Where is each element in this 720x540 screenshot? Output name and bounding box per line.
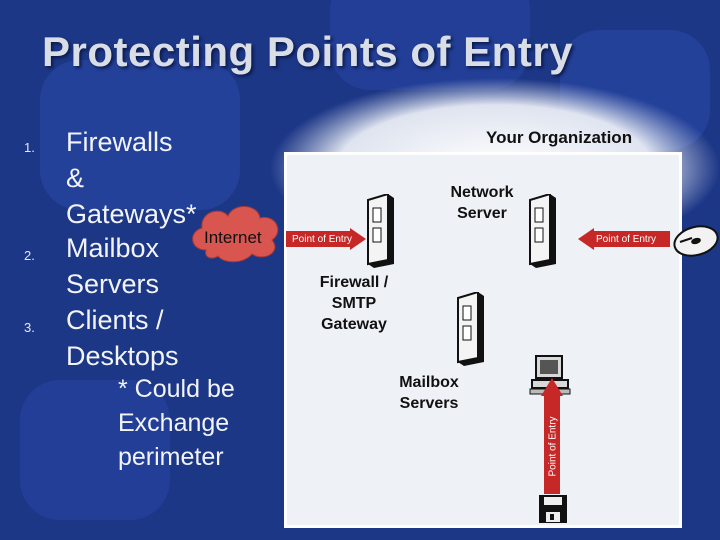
list-item-clients: Clients / Desktops bbox=[66, 305, 179, 371]
entry-arrow-left bbox=[286, 228, 366, 250]
mailbox-servers-label: Mailbox Servers bbox=[399, 374, 459, 412]
list-number-1: 1. bbox=[24, 140, 35, 155]
entry-arrow-right bbox=[578, 228, 670, 250]
organization-boundary bbox=[284, 152, 682, 528]
floppy-disk-icon bbox=[539, 495, 567, 523]
list-item-firewalls: Firewalls & Gateways* bbox=[66, 127, 197, 229]
mailbox-server-icon bbox=[457, 292, 484, 366]
firewall-server-icon bbox=[367, 194, 394, 268]
network-server-label: Network Server bbox=[450, 184, 514, 222]
list-number-3: 3. bbox=[24, 320, 35, 335]
list-item-mailbox: Mailbox Servers bbox=[66, 233, 160, 299]
internet-label: Internet bbox=[204, 228, 262, 247]
network-server-icon bbox=[529, 194, 556, 268]
entry-label-right: Point of Entry bbox=[596, 234, 657, 245]
entry-label-left: Point of Entry bbox=[292, 234, 353, 245]
entry-arrow-bottom bbox=[541, 378, 563, 494]
entry-points-list: 1. Firewalls & Gateways* 2. Mailbox Serv… bbox=[0, 0, 290, 540]
list-number-2: 2. bbox=[24, 248, 35, 263]
entry-label-bottom: Point of Entry bbox=[547, 416, 559, 477]
cd-disc-icon bbox=[673, 225, 719, 257]
firewall-gateway-label: Firewall / SMTP Gateway bbox=[319, 274, 389, 333]
slide-title: Protecting Points of Entry bbox=[42, 28, 574, 75]
exchange-note: * Could be Exchange perimeter bbox=[118, 375, 235, 471]
internet-cloud-icon bbox=[192, 206, 279, 263]
organization-label: Your Organization bbox=[486, 128, 633, 147]
